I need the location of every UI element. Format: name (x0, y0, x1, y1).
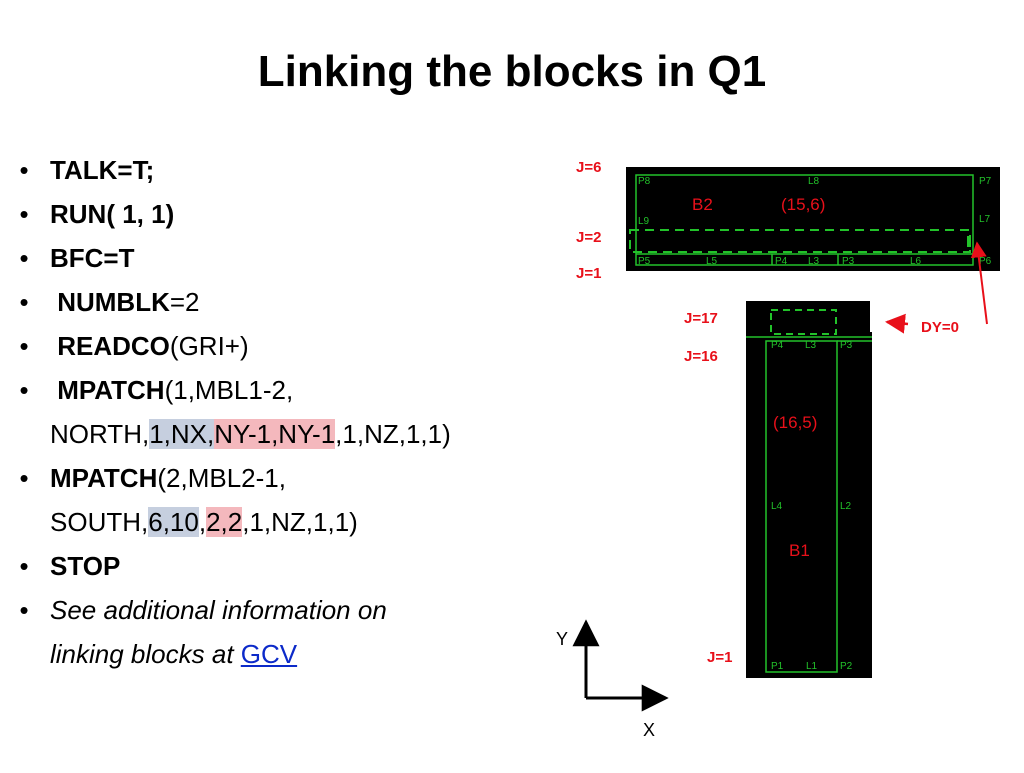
patch-range-y: 2,2 (206, 507, 243, 537)
point-label: P3 (842, 256, 855, 267)
block-b1-background (746, 332, 872, 678)
block-b2-patch-north (629, 229, 971, 253)
dy-label: DY=0 (921, 319, 959, 336)
bullet-readco: • READCO(GRI+) (14, 324, 534, 368)
patch-range-z: ,1,NZ,1,1) (335, 419, 451, 449)
dy-arrow-icon (885, 313, 909, 334)
bullet-numblk: • NUMBLK=2 (14, 280, 534, 324)
bullet-dot: • (19, 243, 29, 273)
bullet-value: (GRI+) (169, 331, 249, 361)
point-label: P4 (771, 340, 784, 351)
bullet-dot: • (19, 463, 29, 493)
y-axis-label: Y (556, 629, 568, 649)
bullet-keyword: READCO (50, 331, 170, 361)
bullet-bfc: • BFC=T (14, 236, 534, 280)
bullet-dot: • (19, 199, 29, 229)
row-label-j2: J=2 (576, 229, 601, 246)
block-b1-outline (765, 340, 838, 673)
bullet-run: • RUN( 1, 1) (14, 192, 534, 236)
block-b1-name: B1 (789, 541, 810, 560)
bullet-list: • TALK=T; • RUN( 1, 1) • BFC=T • NUMBLK=2 •… (14, 148, 534, 676)
bullet-line2: NORTH,1,NX,NY-1,NY-1,1,NZ,1,1) (50, 412, 534, 456)
point-label: L6 (910, 256, 922, 267)
gcv-link[interactable]: GCV (240, 639, 298, 669)
dy-pointer-icon (970, 241, 988, 325)
bullet-dot: • (19, 551, 29, 581)
block-b2-background (626, 167, 1000, 271)
bullet-dot: • (19, 155, 29, 185)
point-label: P1 (771, 661, 784, 672)
bullet-text: See additional information on (50, 595, 387, 625)
block-b2-outline (635, 174, 974, 266)
bullet-dot: • (19, 375, 29, 405)
bullet-text: STOP (50, 551, 121, 581)
row-label-j6: J=6 (576, 159, 601, 176)
point-label: L4 (771, 501, 783, 512)
patch-range-y: NY-1,NY-1 (214, 419, 336, 449)
block-b1-patch-south (770, 309, 837, 335)
bullet-talk: • TALK=T; (14, 148, 534, 192)
bullet-text: BFC=T (50, 243, 135, 273)
point-label: L1 (806, 661, 818, 672)
patch-range-z: ,1,NZ,1,1) (242, 507, 358, 537)
bullet-keyword: NUMBLK (50, 287, 170, 317)
bullet-value: (2,MBL2-1, (157, 463, 286, 493)
point-label: P4 (775, 256, 788, 267)
block-b1-cap (746, 301, 870, 337)
slide-title: Linking the blocks in Q1 (257, 47, 767, 96)
point-label: L2 (840, 501, 852, 512)
row-label-j17: J=17 (684, 310, 718, 327)
block-b2-name: B2 (692, 195, 713, 214)
bullet-value: (1,MBL1-2, (164, 375, 294, 405)
row-label-j1-top: J=1 (576, 265, 601, 282)
point-label: P5 (638, 256, 651, 267)
point-label: P3 (840, 340, 853, 351)
bullet-text: RUN( 1, 1) (50, 199, 175, 229)
bullet-text: linking blocks at (50, 639, 241, 669)
bullet-see-more: • See additional information on linking b… (14, 588, 534, 676)
bullet-line2: linking blocks at GCV (50, 632, 534, 676)
patch-range-x: 1,NX, (149, 419, 215, 449)
bullet-dot: • (19, 595, 29, 625)
row-label-j1-bottom: J=1 (707, 649, 732, 666)
block-b2-size: (15,6) (781, 195, 825, 214)
point-label: L8 (808, 176, 820, 187)
patch-separator: , (198, 507, 207, 537)
point-label: L3 (805, 340, 817, 351)
point-label: L3 (808, 256, 820, 267)
bullet-keyword: MPATCH (50, 463, 158, 493)
x-axis-label: X (643, 720, 655, 740)
patch-face: NORTH, (50, 419, 150, 449)
bullet-stop: • STOP (14, 544, 534, 588)
block-b2-patch-marker (967, 236, 971, 247)
point-label: P2 (840, 661, 853, 672)
point-label: P8 (638, 176, 651, 187)
point-label: L9 (638, 216, 650, 227)
bullet-mpatch-1: • MPATCH(1,MBL1-2, NORTH,1,NX,NY-1,NY-1,… (14, 368, 534, 456)
point-label: P6 (979, 256, 992, 267)
patch-face: SOUTH, (50, 507, 149, 537)
bullet-text: TALK=T; (50, 155, 155, 185)
block-b1-size: (16,5) (773, 413, 817, 432)
bullet-mpatch-2: • MPATCH(2,MBL2-1, SOUTH,6,10,2,2,1,NZ,1,… (14, 456, 534, 544)
point-label: L7 (979, 214, 991, 225)
patch-range-x: 6,10 (148, 507, 199, 537)
row-label-j16: J=16 (684, 348, 718, 365)
bullet-keyword: MPATCH (50, 375, 165, 405)
point-label: P7 (979, 176, 992, 187)
bullet-dot: • (19, 287, 29, 317)
bullet-dot: • (19, 331, 29, 361)
point-label: L5 (706, 256, 718, 267)
bullet-line2: SOUTH,6,10,2,2,1,NZ,1,1) (50, 500, 534, 544)
bullet-value: =2 (169, 287, 200, 317)
